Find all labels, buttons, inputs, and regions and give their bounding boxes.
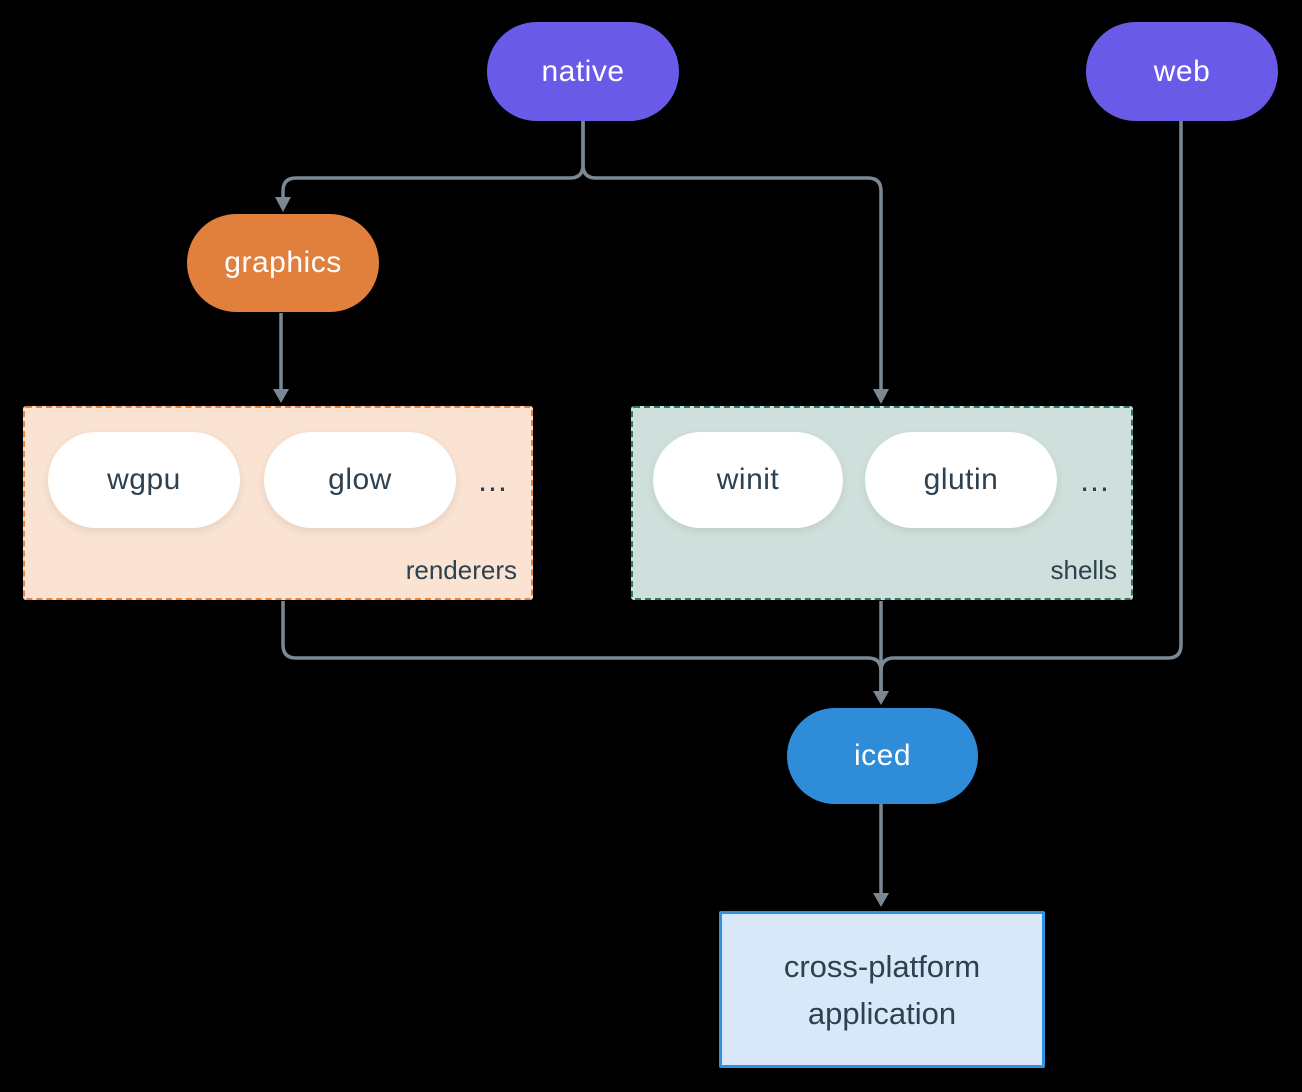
glow-label: glow (328, 463, 392, 496)
application-label-line1: cross-platform (783, 948, 981, 984)
glow-pill: glow (264, 432, 456, 528)
iced-node: iced (787, 708, 978, 804)
arrowhead-graphics (275, 197, 291, 212)
iced-label: iced (853, 739, 912, 772)
native-label: native (541, 54, 625, 88)
connector-native-shells (581, 121, 883, 390)
winit-pill: winit (653, 432, 843, 528)
native-node: native (487, 22, 679, 121)
shells-group-label: shells (1050, 555, 1117, 585)
connector-native-graphics (281, 121, 585, 198)
application-label-line2: application (807, 995, 957, 1031)
arrowhead-application (873, 893, 889, 907)
renderers-ellipsis: ... (478, 461, 508, 498)
web-label: web (1153, 54, 1211, 88)
graphics-node: graphics (187, 214, 379, 312)
wgpu-label: wgpu (107, 463, 181, 496)
glutin-label: glutin (923, 463, 999, 496)
web-node: web (1086, 22, 1278, 121)
renderers-group-label: renderers (405, 555, 517, 585)
winit-label: winit (716, 463, 780, 496)
arrowhead-shells (873, 389, 889, 404)
arrowhead-iced (873, 691, 889, 705)
wgpu-pill: wgpu (48, 432, 240, 528)
graphics-label: graphics (224, 246, 342, 279)
shells-ellipsis: ... (1080, 461, 1110, 498)
glutin-pill: glutin (865, 432, 1057, 528)
application-node: cross-platform application (719, 911, 1045, 1068)
connector-renderers-iced (281, 601, 883, 692)
arrowhead-renderers (273, 389, 289, 403)
